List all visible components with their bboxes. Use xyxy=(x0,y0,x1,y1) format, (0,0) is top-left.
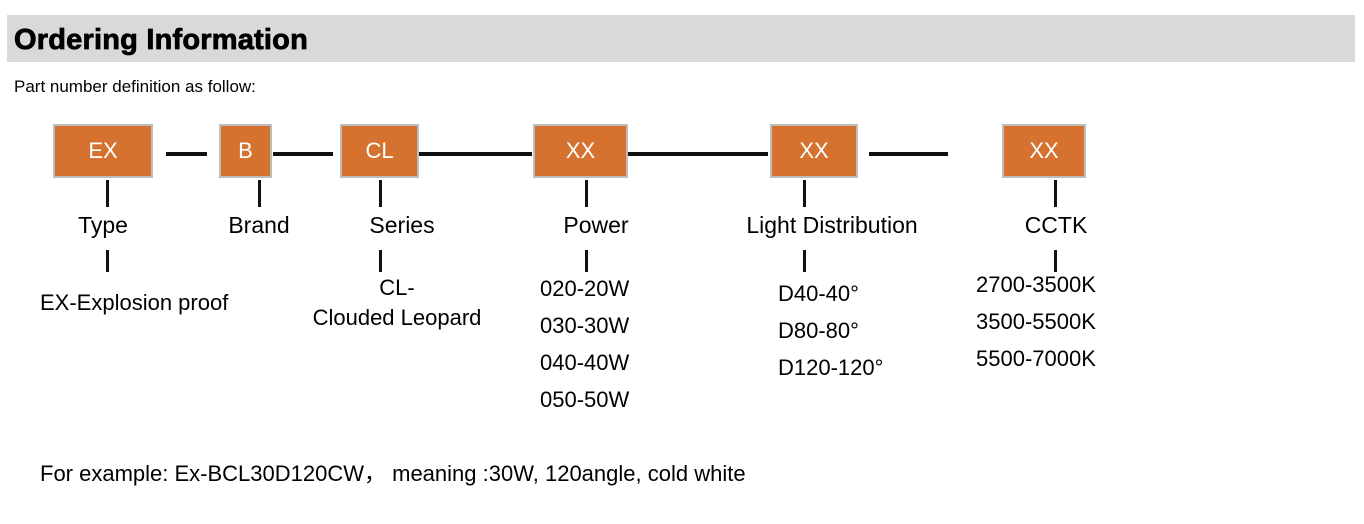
stem-line xyxy=(803,180,806,207)
power-option: 040-40W xyxy=(540,350,630,375)
subtitle: Part number definition as follow: xyxy=(14,77,256,96)
stem-line xyxy=(379,250,382,272)
cctk-option: 2700-3500K xyxy=(976,272,1096,297)
cctk-option: 5500-7000K xyxy=(976,346,1096,371)
light-distribution-option: D80-80° xyxy=(778,318,859,343)
light-distribution-values: D40-40° D80-80° D120-120° xyxy=(778,275,883,386)
stem-line xyxy=(106,180,109,207)
label-light-distribution: Light Distribution xyxy=(746,212,918,238)
section-header-bar xyxy=(7,15,1355,62)
power-option: 030-30W xyxy=(540,313,630,338)
segment-box-type: EX xyxy=(53,124,153,178)
label-cctk: CCTK xyxy=(1024,212,1088,238)
series-value-line: CL- xyxy=(379,275,415,300)
power-option: 050-50W xyxy=(540,387,630,412)
label-series: Series xyxy=(369,212,435,238)
power-values: 020-20W 030-30W 040-40W 050-50W xyxy=(540,270,629,418)
stem-line xyxy=(379,180,382,207)
label-type: Type xyxy=(78,212,128,238)
series-value: CL- Clouded Leopard xyxy=(313,273,482,333)
power-option: 020-20W xyxy=(540,276,630,301)
segment-box-series: CL xyxy=(340,124,419,178)
segment-box-power: XX xyxy=(533,124,628,178)
cctk-option: 3500-5500K xyxy=(976,309,1096,334)
example-text: For example: Ex-BCL30D120CW， meaning :30… xyxy=(40,461,746,486)
stem-line xyxy=(1054,180,1057,207)
label-brand: Brand xyxy=(228,212,290,238)
connector-line xyxy=(419,152,532,156)
stem-line xyxy=(585,250,588,272)
stem-line xyxy=(258,180,261,207)
stem-line xyxy=(1054,250,1057,272)
type-value: EX-Explosion proof xyxy=(40,290,229,315)
light-distribution-option: D40-40° xyxy=(778,281,859,306)
series-value-line: Clouded Leopard xyxy=(312,305,482,330)
section-title: Ordering Information xyxy=(14,24,309,57)
segment-box-brand: B xyxy=(219,124,272,178)
stem-line xyxy=(106,250,109,272)
stem-line xyxy=(585,180,588,207)
segment-box-cctk: XX xyxy=(1002,124,1086,178)
connector-line xyxy=(166,152,207,156)
cctk-values: 2700-3500K 3500-5500K 5500-7000K xyxy=(976,266,1096,377)
connector-line xyxy=(628,152,768,156)
stem-line xyxy=(803,250,806,272)
light-distribution-option: D120-120° xyxy=(778,355,884,380)
label-power: Power xyxy=(563,212,629,238)
connector-line xyxy=(869,152,948,156)
segment-box-light-distribution: XX xyxy=(770,124,858,178)
connector-line xyxy=(273,152,333,156)
